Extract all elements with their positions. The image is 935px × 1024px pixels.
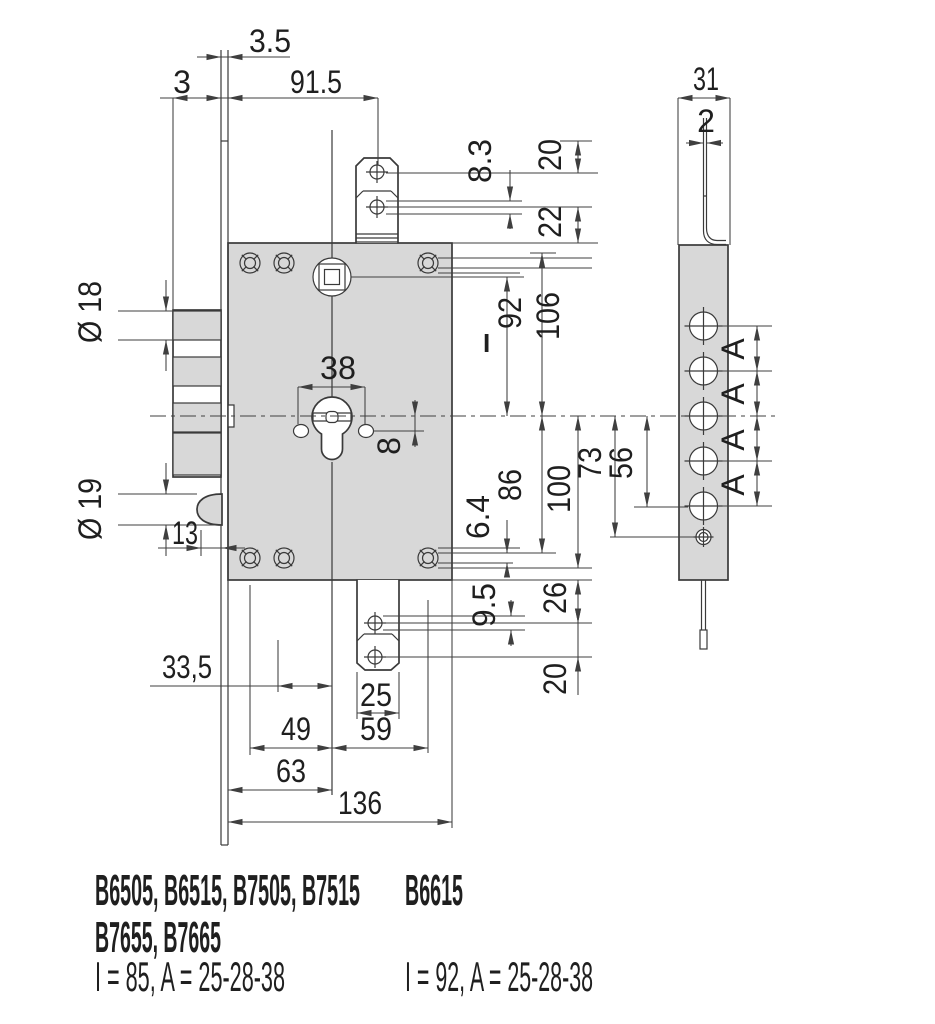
dim-label-d19: Ø 19 <box>72 478 108 540</box>
legend-right-specs: I = 92, A = 25-28-38 <box>405 953 593 1000</box>
faceplate <box>220 50 229 846</box>
dim-label-A2: A <box>715 383 751 405</box>
dim-label-9-5: 9.5 <box>466 583 502 627</box>
dim-faceplate-and-body: 3 91.5 <box>160 64 379 310</box>
dim-label-73: 73 <box>572 447 608 479</box>
legend: B6505, B6515, B7505, B7515 B7655, B7665 … <box>95 866 593 1000</box>
deadbolt-1 <box>172 310 222 341</box>
dim-label-20-top: 20 <box>532 139 568 171</box>
dim-label-2: 2 <box>697 103 715 139</box>
dim-label-22: 22 <box>532 206 568 238</box>
dim-top-tab: 20 22 8.3 <box>386 139 598 244</box>
dim-label-A1: A <box>715 338 751 360</box>
dim-label-59: 59 <box>360 711 392 747</box>
dim-bottom-tab-holes: 9.5 26 20 <box>383 579 592 695</box>
dim-label-56: 56 <box>603 447 639 479</box>
side-hook <box>702 118 726 246</box>
dim-label-136: 136 <box>338 785 382 821</box>
legend-left-models-2: B7655, B7665 <box>95 913 221 962</box>
dim-label-25: 25 <box>360 677 392 713</box>
dim-label-91-5: 91.5 <box>290 64 342 100</box>
dim-side-view: 31 2 73 56 A A A A <box>572 61 772 538</box>
handle-follower <box>312 257 352 297</box>
dim-label-92: 92 <box>492 297 528 329</box>
dim-label-49: 49 <box>281 711 311 747</box>
cylinder-screw-left <box>292 423 310 439</box>
cylinder-screw-right <box>357 423 375 439</box>
side-rod <box>699 580 708 650</box>
bolt-guide-block <box>172 432 222 476</box>
dim-label-6-4: 6.4 <box>460 495 496 539</box>
dim-label-8-3: 8.3 <box>462 139 498 183</box>
legend-left-specs: I = 85, A = 25-28-38 <box>95 953 285 1000</box>
dim-label-3-5: 3.5 <box>249 23 291 59</box>
dim-label-8: 8 <box>371 437 407 455</box>
dim-label-63: 63 <box>276 753 306 789</box>
dim-label-d18: Ø 18 <box>72 281 108 343</box>
dim-label-A4: A <box>715 474 751 496</box>
dim-deadbolt-diameter: Ø 18 <box>72 280 173 371</box>
dim-label-A3: A <box>715 429 751 451</box>
dim-label-31: 31 <box>693 61 719 97</box>
legend-right-model: B6615 <box>405 866 463 915</box>
dim-label-33-5: 33,5 <box>162 649 212 685</box>
side-view <box>678 118 729 650</box>
deadbolt-2 <box>172 356 222 387</box>
latch-bolt <box>196 493 223 526</box>
dim-label-38: 38 <box>320 350 356 386</box>
dim-label-13: 13 <box>172 515 198 551</box>
dim-label-26: 26 <box>537 582 573 614</box>
dim-label-I: I <box>483 328 490 358</box>
deadbolt-3 <box>172 402 222 433</box>
bottom-tab <box>356 579 400 671</box>
dim-label-86: 86 <box>492 469 528 501</box>
deadbolt-housing <box>172 309 222 478</box>
dim-latch: Ø 19 13 <box>72 463 245 556</box>
dim-label-106: 106 <box>530 292 566 340</box>
dim-label-20-bottom: 20 <box>537 663 573 695</box>
dim-bottom-chain: 33,5 25 49 59 63 136 <box>150 580 453 828</box>
dim-label-100: 100 <box>541 465 577 513</box>
top-tab <box>355 157 399 244</box>
front-view <box>172 50 453 846</box>
dim-right-column: 92 I 106 86 100 6.4 <box>351 252 592 578</box>
dim-label-3: 3 <box>173 64 191 100</box>
dim-cylinder: 38 8 <box>297 350 424 455</box>
legend-left-models-1: B6505, B6515, B7505, B7515 <box>95 866 360 915</box>
dim-faceplate-offset: 3.5 <box>197 23 291 61</box>
